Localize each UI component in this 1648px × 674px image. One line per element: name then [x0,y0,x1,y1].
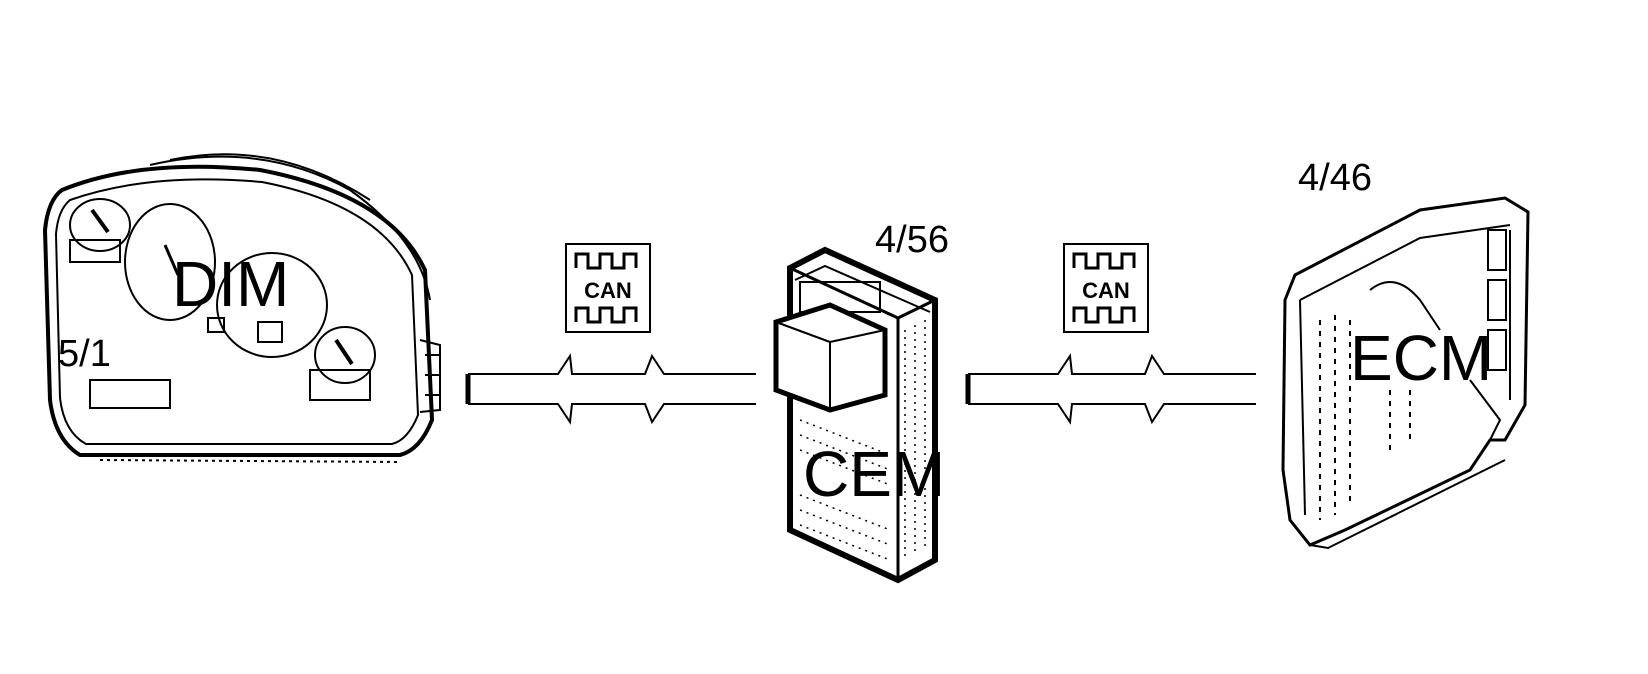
can-bus-icon: CAN [1063,243,1149,333]
cem-ref-label: 4/56 [875,219,949,261]
can-icon-label: CAN [584,278,632,303]
ecm-label: ECM [1350,322,1492,394]
dim-module [42,153,441,463]
cem-label: CEM [803,438,945,510]
can-bus-icon: CAN [565,243,651,333]
dim-label: DIM [172,248,289,320]
can-icon-label: CAN [1082,278,1130,303]
ecm-ref-label: 4/46 [1298,157,1372,199]
dim-ref-label: 5/1 [58,333,111,375]
can-link-cem-ecm [965,353,1256,425]
ecm-module [1281,196,1530,550]
can-link-dim-cem [465,353,756,425]
cem-module [773,246,938,584]
